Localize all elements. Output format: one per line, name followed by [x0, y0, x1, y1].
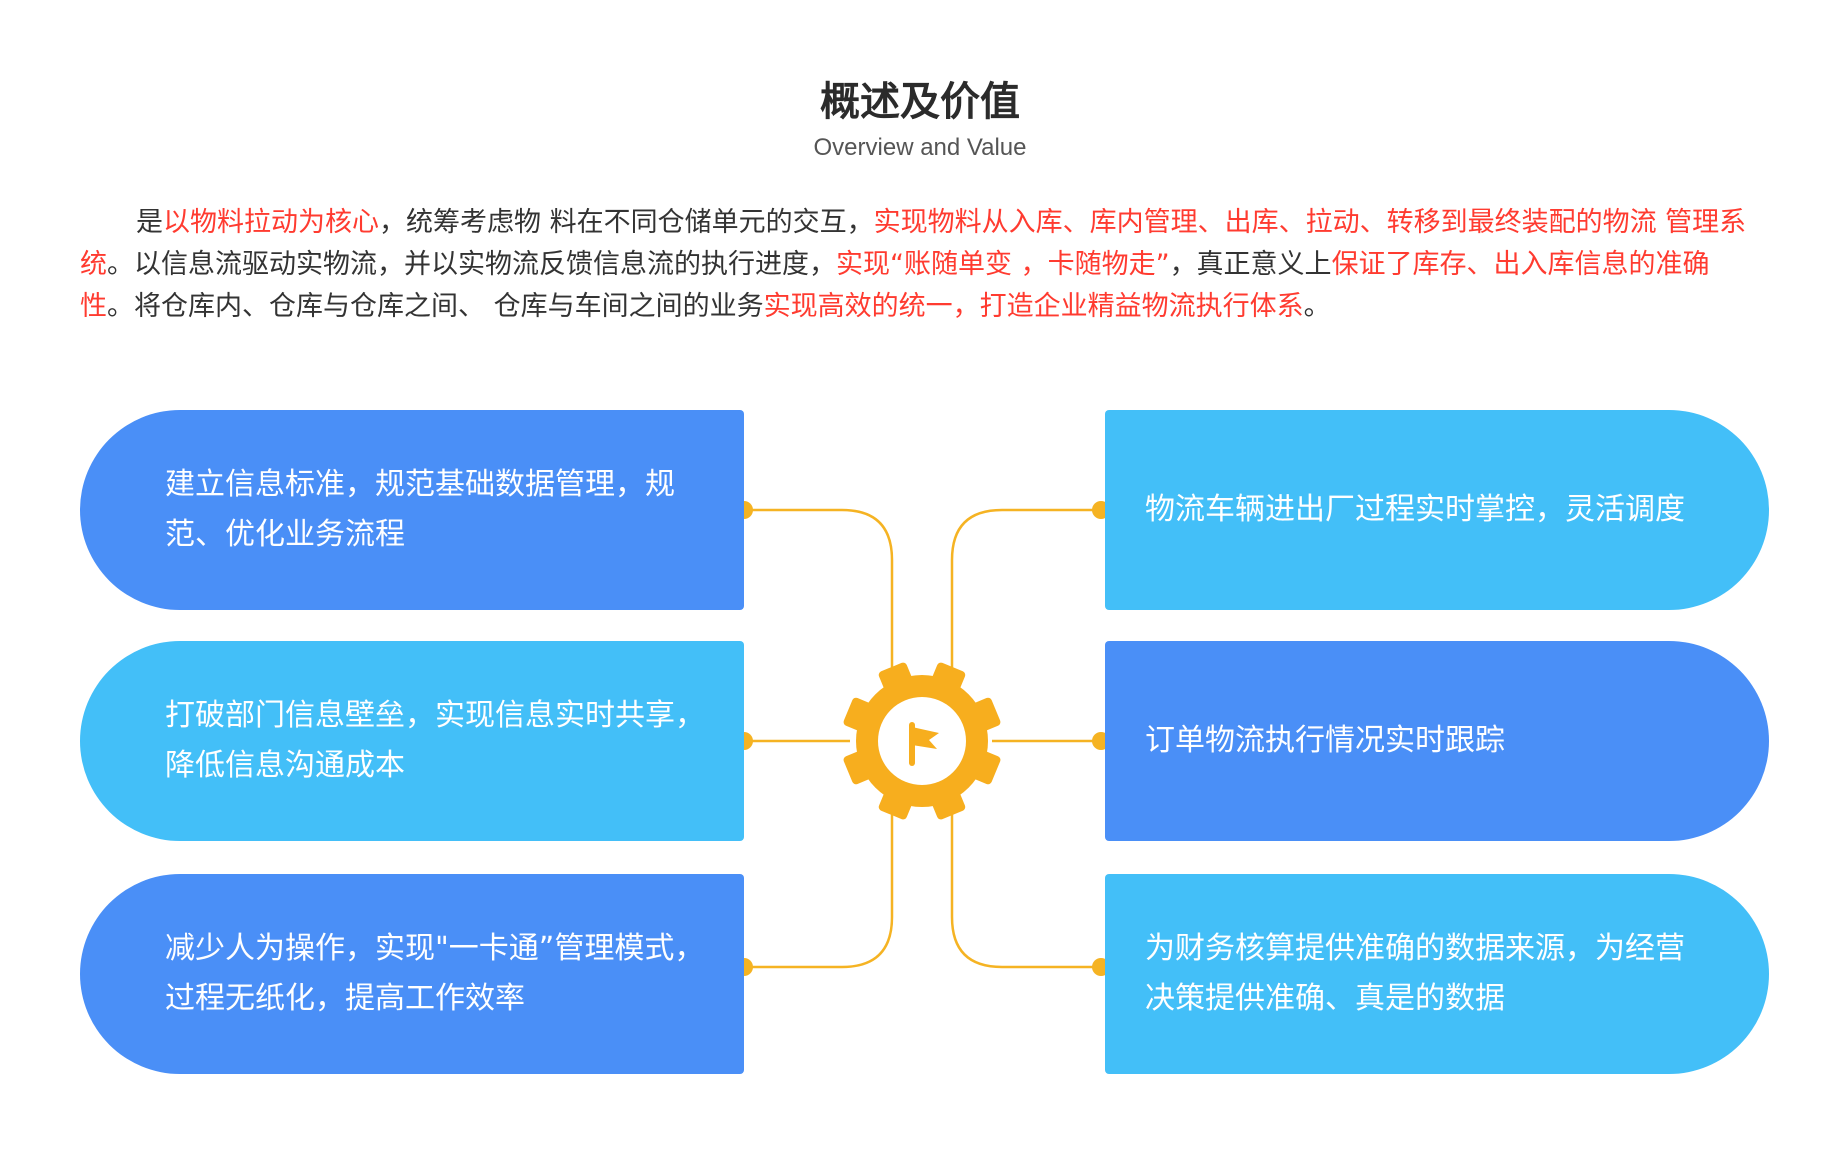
intro-highlight: 实现高效的统一，打造企业精益物流执行体系: [763, 291, 1304, 322]
page-title: 概述及价值: [820, 79, 1020, 125]
connector-right-bottom: [950, 810, 1101, 969]
card-right-order-tracking: 订单物流执行情况实时跟踪: [1105, 641, 1769, 841]
page-subtitle: Overview and Value: [813, 134, 1027, 161]
card-right-finance-data: 为财务核算提供准确的数据来源，为经营决策提供准确、真是的数据: [1105, 874, 1769, 1074]
intro-paragraph: 是以物料拉动为核心，统筹考虑物 料在不同仓储单元的交互，实现物料从入库、库内管理…: [80, 202, 1762, 328]
intro-highlight: 实现“账随单变 ，卡随物走”: [836, 249, 1170, 280]
intro-text: 。将仓库内、仓库与仓库之间、 仓库与车间之间的业务: [107, 291, 764, 322]
connector-right-top: [950, 508, 1101, 672]
card-text: 减少人为操作，实现"一卡通”管理模式，过程无纸化，提高工作效率: [165, 931, 705, 1016]
card-text: 订单物流执行情况实时跟踪: [1145, 723, 1505, 758]
card-text: 物流车辆进出厂过程实时掌控，灵活调度: [1145, 492, 1685, 527]
card-text: 打破部门信息壁垒，实现信息实时共享，降低信息沟通成本: [165, 698, 705, 783]
card-right-vehicle-control: 物流车辆进出厂过程实时掌控，灵活调度: [1105, 410, 1769, 610]
card-text: 建立信息标准，规范基础数据管理，规范、优化业务流程: [165, 467, 675, 552]
flag-icon: [909, 722, 939, 766]
intro-text: ，真正意义上: [1169, 249, 1332, 280]
intro-highlight: 保证了库存、出入库信息的准确性: [80, 249, 1710, 322]
intro-text: 。以信息流驱动实物流，并以实物流反馈信息流的执行进度，: [107, 249, 836, 280]
connector-left-bottom: [744, 810, 894, 969]
intro-text: ，统筹考虑物 料在不同仓储单元的交互，: [379, 207, 874, 238]
intro-highlight: 实现物料从入库、库内管理、出库、拉动、转移到最终装配的物流 管理系统: [80, 207, 1747, 280]
connector-lines: [744, 508, 1101, 969]
gear-icon: [843, 662, 1001, 820]
card-left-info-standard: 建立信息标准，规范基础数据管理，规范、优化业务流程: [80, 410, 744, 610]
connector-left-top: [744, 508, 894, 672]
intro-highlight: 以物料拉动为核心: [163, 207, 379, 238]
intro-text: 。: [1303, 291, 1331, 322]
card-left-reduce-manual: 减少人为操作，实现"一卡通”管理模式，过程无纸化，提高工作效率: [80, 874, 744, 1074]
intro-text: 是: [136, 207, 163, 238]
card-text: 为财务核算提供准确的数据来源，为经营决策提供准确、真是的数据: [1145, 931, 1685, 1016]
card-left-break-barriers: 打破部门信息壁垒，实现信息实时共享，降低信息沟通成本: [80, 641, 744, 841]
